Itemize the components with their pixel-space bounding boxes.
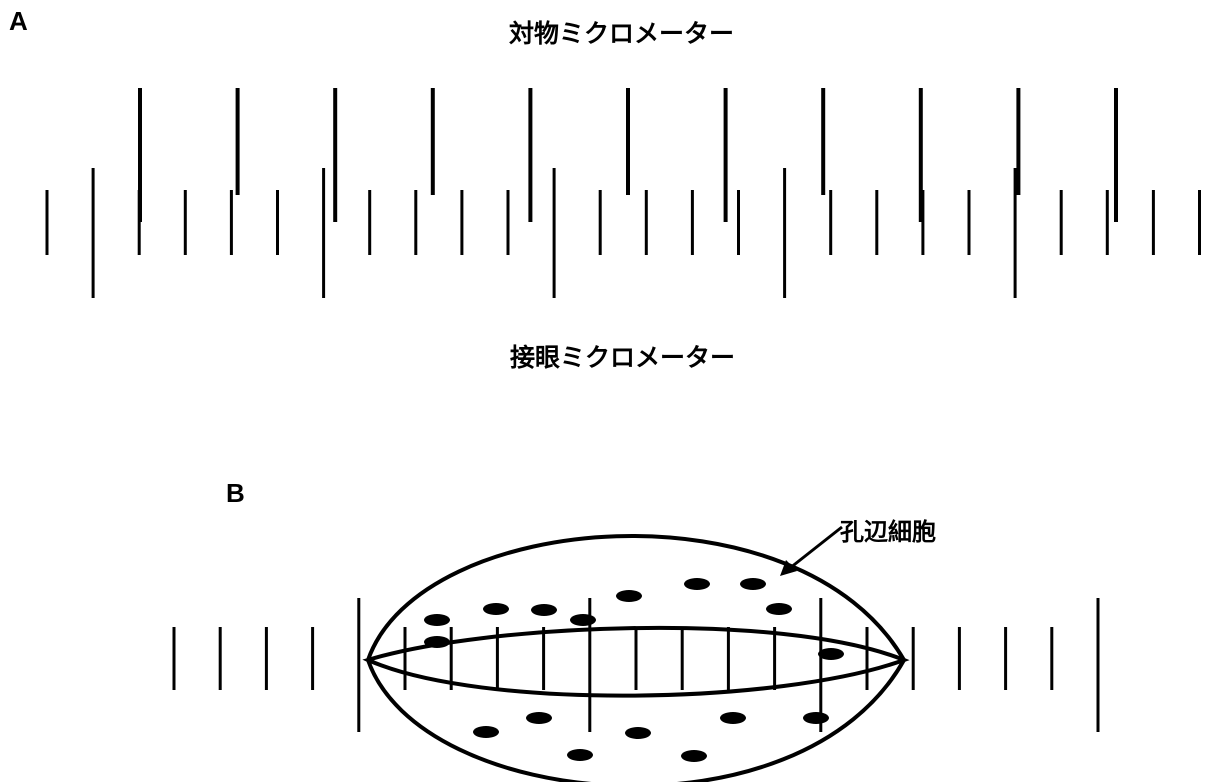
ocular-micrometer-scale	[45, 168, 1201, 298]
guard-cell-arrow-line	[789, 525, 843, 570]
panel-b-label: B	[226, 478, 245, 508]
chloroplast	[818, 648, 844, 660]
objective-micrometer-title: 対物ミクロメーター	[509, 19, 735, 48]
stoma-scale	[172, 598, 1100, 732]
chloroplast	[616, 590, 642, 602]
objective-micrometer-scale	[138, 88, 1118, 222]
chloroplast	[740, 578, 766, 590]
chloroplast	[531, 604, 557, 616]
chloroplasts	[424, 578, 844, 762]
chloroplast	[570, 614, 596, 626]
chloroplast	[473, 726, 499, 738]
chloroplast	[684, 578, 710, 590]
chloroplast	[681, 750, 707, 762]
ocular-micrometer-title: 接眼ミクロメーター	[510, 343, 736, 372]
guard-cell-label: 孔辺細胞	[840, 518, 936, 546]
chloroplast	[766, 603, 792, 615]
chloroplast	[526, 712, 552, 724]
chloroplast	[720, 712, 746, 724]
chloroplast	[567, 749, 593, 761]
chloroplast	[424, 614, 450, 626]
guard-cell-arrow-head	[780, 560, 797, 576]
chloroplast	[424, 636, 450, 648]
stomatal-pore	[362, 625, 910, 698]
panel-a-label: A	[9, 6, 28, 36]
chloroplast	[483, 603, 509, 615]
chloroplast	[803, 712, 829, 724]
chloroplast	[625, 727, 651, 739]
